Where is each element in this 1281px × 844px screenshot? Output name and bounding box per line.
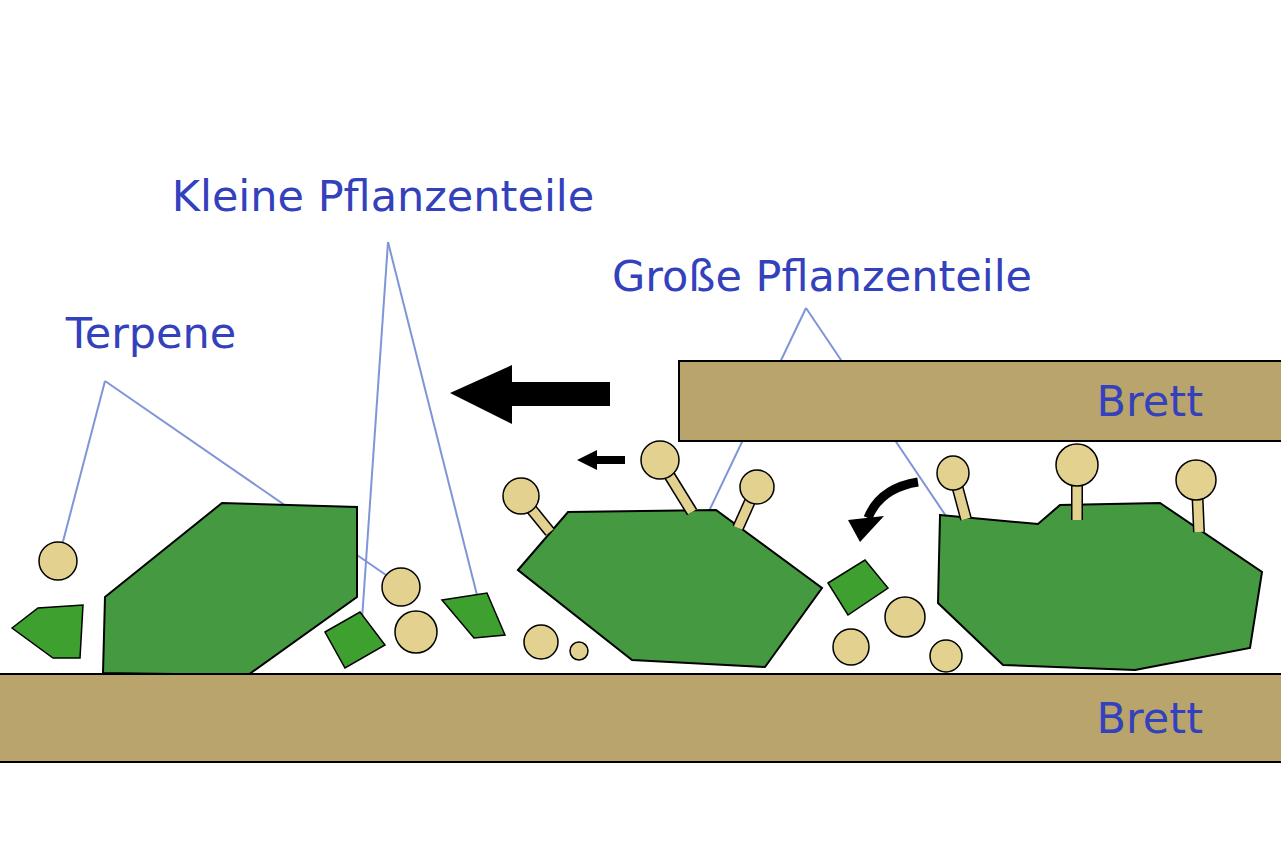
part-label: Kleine Pflanzenteile xyxy=(172,172,594,221)
terpenes xyxy=(39,441,1216,672)
board-label: Brett xyxy=(1097,693,1281,743)
board-band: Brett xyxy=(0,673,1281,763)
board-label: Brett xyxy=(1097,376,1281,426)
small-plant-parts xyxy=(12,560,888,668)
part-label: Große Pflanzenteile xyxy=(612,252,1032,301)
plant-parts xyxy=(103,503,1262,675)
part-label: Terpene xyxy=(66,309,237,358)
board-band: Brett xyxy=(678,360,1281,442)
